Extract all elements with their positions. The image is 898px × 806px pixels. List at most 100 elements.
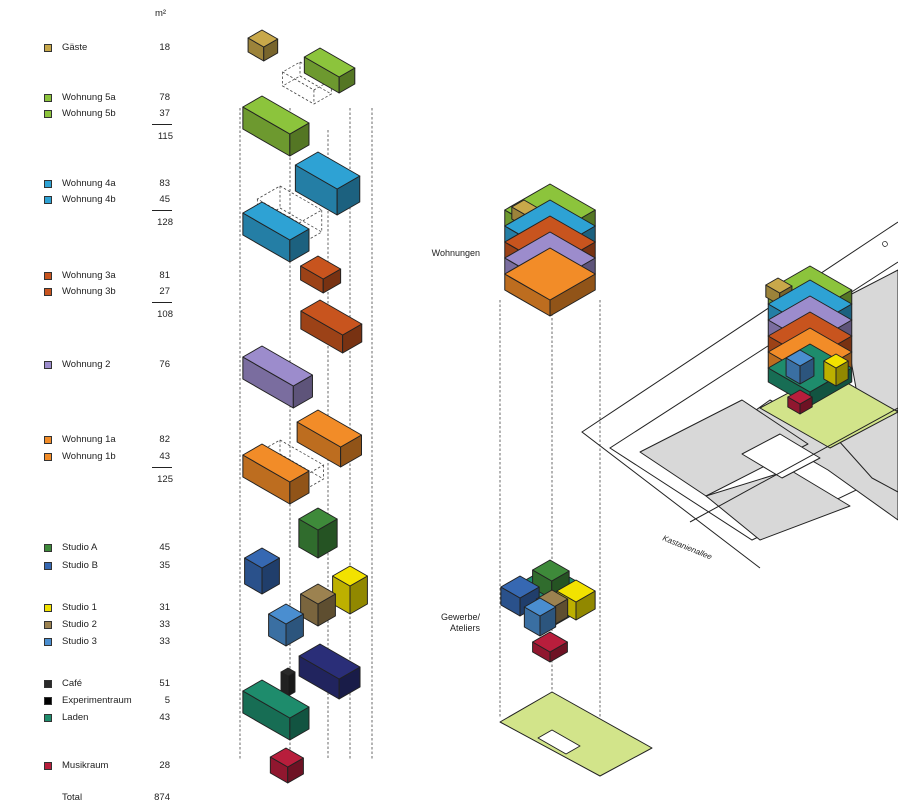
block-top-face — [300, 255, 342, 280]
legend-row-w5b: Wohnung 5b 37 — [44, 108, 184, 122]
legend-label: Wohnung 5a — [62, 92, 116, 103]
swatch-w5b — [44, 110, 52, 118]
legend-row-w4a: Wohnung 4a 83 — [44, 178, 184, 192]
legend-total-value: 874 — [154, 792, 170, 803]
block-top-face — [785, 349, 815, 367]
stack-studio3 — [523, 597, 557, 637]
swatch-w3a — [44, 272, 52, 280]
legend-label: Wohnung 1a — [62, 434, 116, 445]
legend-total-row: Total 874 — [62, 792, 184, 806]
block-top-face — [247, 29, 279, 48]
subtotal-w1: 125 — [157, 474, 173, 485]
swatch-w1a — [44, 436, 52, 444]
block-top-face — [269, 747, 304, 768]
legend-area: 35 — [159, 560, 170, 571]
block-w1a — [296, 409, 362, 468]
swatch-w3b — [44, 288, 52, 296]
legend-unit: m² — [155, 8, 167, 19]
block-top-face — [532, 631, 568, 653]
block-top-face — [280, 667, 296, 677]
legend-label: Studio B — [62, 560, 98, 571]
block-top-face — [242, 443, 310, 483]
legend-row-w3a: Wohnung 3a 81 — [44, 270, 184, 284]
block-top-face — [300, 299, 363, 336]
legend-label: Wohnung 2 — [62, 359, 111, 370]
block-w4a — [294, 151, 361, 216]
legend-area: 45 — [159, 194, 170, 205]
legend-row-studio1: Studio 1 31 — [44, 602, 184, 616]
block-gaeste — [247, 29, 279, 62]
legend-row-w2: Wohnung 2 76 — [44, 359, 184, 373]
legend-label: Studio 3 — [62, 636, 97, 647]
gewerbe-label: Gewerbe/ Ateliers — [440, 612, 480, 633]
block-top-face — [303, 47, 356, 78]
site-axonometric — [581, 221, 898, 569]
swatch-w5a — [44, 94, 52, 102]
legend-area: 45 — [159, 542, 170, 553]
legend-total-label: Total — [62, 792, 83, 803]
block-musik — [269, 747, 304, 784]
swatch-studio1 — [44, 604, 52, 612]
block-top-face — [823, 353, 849, 369]
swatch-experiment — [44, 697, 52, 705]
tower-studio1 — [823, 353, 849, 387]
block-top-face — [300, 583, 336, 605]
block-top-face — [556, 579, 596, 603]
block-top-face — [298, 643, 361, 680]
legend-label: Musikraum — [62, 760, 109, 771]
legend-label: Café — [62, 678, 83, 689]
tower-musik — [787, 389, 813, 415]
swatch-w4b — [44, 196, 52, 204]
swatch-studio2 — [44, 621, 52, 629]
block-w3a — [300, 255, 342, 294]
block-w5b — [242, 95, 310, 157]
legend-area: 51 — [159, 678, 170, 689]
neighbour-plot — [839, 269, 898, 431]
legend-label: Experimentraum — [62, 695, 132, 706]
block-studio2 — [300, 583, 336, 627]
swatch-studioB — [44, 562, 52, 570]
legend-row-w1b: Wohnung 1b 43 — [44, 451, 184, 465]
wohnungen-label: Wohnungen — [431, 248, 480, 258]
block-navy — [298, 643, 361, 700]
legend-label: Wohnung 4a — [62, 178, 116, 189]
block-studio1 — [332, 565, 368, 615]
courtyard — [741, 433, 821, 479]
legend-area: 27 — [159, 286, 170, 297]
block-top-face — [523, 597, 557, 617]
corner-label: O — [880, 239, 890, 250]
swatch-studioA — [44, 544, 52, 552]
legend-row-studioA: Studio A 45 — [44, 542, 184, 556]
legend-area: 43 — [159, 451, 170, 462]
legend-area: 5 — [164, 695, 170, 706]
street-edge — [689, 407, 898, 523]
block-w2 — [242, 345, 313, 409]
block-top-face — [294, 151, 361, 190]
legend-row-w1a: Wohnung 1a 82 — [44, 434, 184, 448]
swatch-w2 — [44, 361, 52, 369]
block-top-face — [765, 277, 793, 294]
subtotal-w5: 115 — [157, 131, 173, 142]
block-top-face — [332, 565, 368, 587]
site-plan — [499, 221, 898, 777]
subtotal-rule — [152, 302, 172, 303]
block-top-face — [296, 409, 362, 448]
block-w1b — [242, 443, 310, 505]
legend-label: Wohnung 5b — [62, 108, 116, 119]
legend-area: 78 — [159, 92, 170, 103]
legend-label: Wohnung 1b — [62, 451, 116, 462]
block-top-face — [500, 575, 540, 599]
legend-area: 82 — [159, 434, 170, 445]
swatch-studio3 — [44, 638, 52, 646]
block-top-face — [244, 547, 280, 569]
legend-area: 43 — [159, 712, 170, 723]
block-w4b — [242, 201, 310, 263]
block-studioB — [244, 547, 280, 595]
block-top-face — [242, 201, 310, 241]
legend-row-w3b: Wohnung 3b 27 — [44, 286, 184, 300]
legend-row-musik: Musikraum 28 — [44, 760, 184, 774]
legend-area: 18 — [159, 42, 170, 53]
legend-label: Wohnung 3a — [62, 270, 116, 281]
legend-label: Studio 1 — [62, 602, 97, 613]
neighbour-plot — [705, 469, 851, 541]
